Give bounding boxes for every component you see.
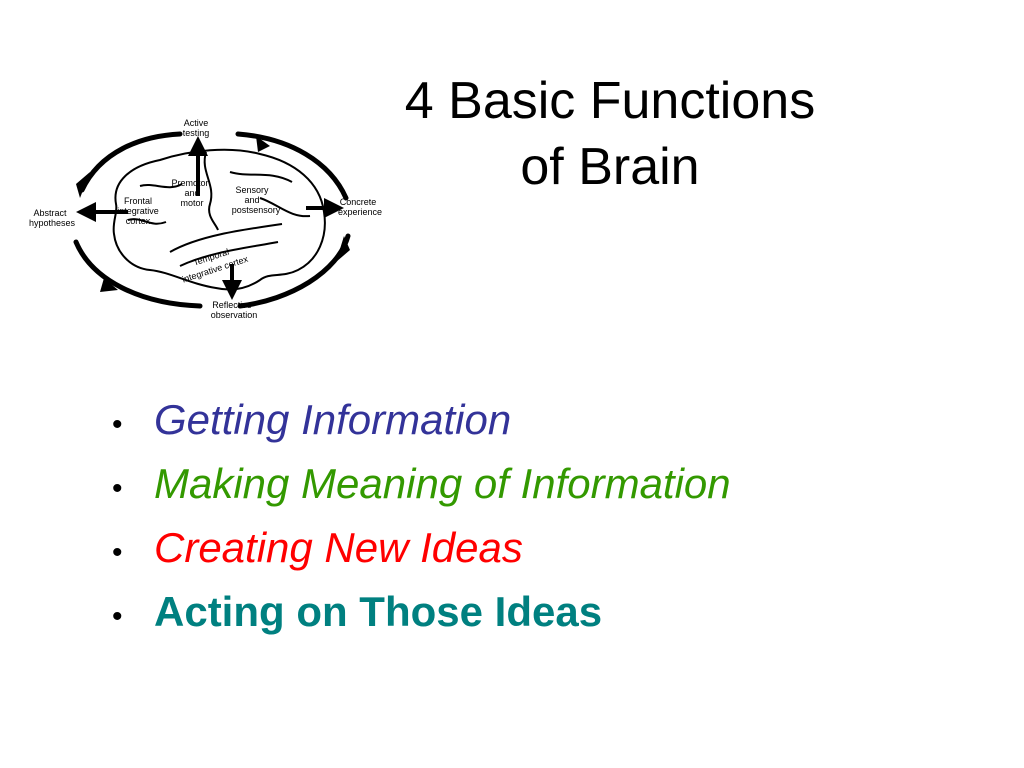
label-observation: observation bbox=[211, 310, 258, 320]
label-reflective: Reflective bbox=[212, 300, 252, 310]
label-integrative: integrative bbox=[117, 206, 159, 216]
label-cortex: cortex bbox=[126, 216, 151, 226]
bullet-item: • Making Meaning of Information bbox=[112, 452, 972, 516]
label-testing: testing bbox=[183, 128, 210, 138]
label-abstract: Abstract bbox=[33, 208, 67, 218]
label-and-2: and bbox=[244, 195, 259, 205]
label-premotor: Premotor bbox=[171, 178, 208, 188]
ring-arrow-4 bbox=[256, 136, 270, 152]
label-frontal: Frontal bbox=[124, 196, 152, 206]
label-sensory: Sensory bbox=[235, 185, 269, 195]
ring-arrow-1 bbox=[76, 172, 90, 198]
title-line-2: of Brain bbox=[520, 138, 700, 196]
label-experience: experience bbox=[338, 207, 382, 217]
slide-title: 4 Basic Functions of Brain bbox=[340, 68, 880, 200]
bullet-dot: • bbox=[112, 472, 123, 505]
ring-arrow-3 bbox=[100, 278, 118, 292]
ring-arc-top-left bbox=[79, 131, 183, 193]
bullet-text-making-meaning: Making Meaning of Information bbox=[154, 460, 731, 507]
bullet-text-acting-on-ideas: Acting on Those Ideas bbox=[154, 588, 603, 635]
label-active: Active bbox=[184, 118, 209, 128]
bullet-text-creating-ideas: Creating New Ideas bbox=[154, 524, 523, 571]
brain-cycle-diagram: Active testing Abstract hypotheses Concr… bbox=[29, 118, 382, 320]
bullet-item: • Acting on Those Ideas bbox=[112, 580, 972, 644]
bullet-dot: • bbox=[112, 408, 123, 441]
ring-arc-bottom-left bbox=[73, 239, 203, 309]
label-concrete: Concrete bbox=[340, 197, 377, 207]
ring-arrow-2 bbox=[336, 236, 350, 262]
title-line-1: 4 Basic Functions bbox=[404, 72, 816, 130]
bullet-dot: • bbox=[112, 536, 123, 569]
label-motor: motor bbox=[180, 198, 203, 208]
ring-arc-top-right bbox=[235, 131, 349, 201]
ring-arrowheads bbox=[76, 136, 350, 292]
bullet-text-getting-information: Getting Information bbox=[154, 396, 512, 443]
label-and-1: and bbox=[184, 188, 199, 198]
bullet-item: • Creating New Ideas bbox=[112, 516, 972, 580]
bullet-list: • Getting Information • Making Meaning o… bbox=[112, 388, 972, 644]
label-postsensory: postsensory bbox=[232, 205, 281, 215]
bullet-dot: • bbox=[112, 600, 123, 633]
bullet-item: • Getting Information bbox=[112, 388, 972, 452]
inner-arrows bbox=[76, 136, 344, 300]
label-hypotheses: hypotheses bbox=[29, 218, 76, 228]
